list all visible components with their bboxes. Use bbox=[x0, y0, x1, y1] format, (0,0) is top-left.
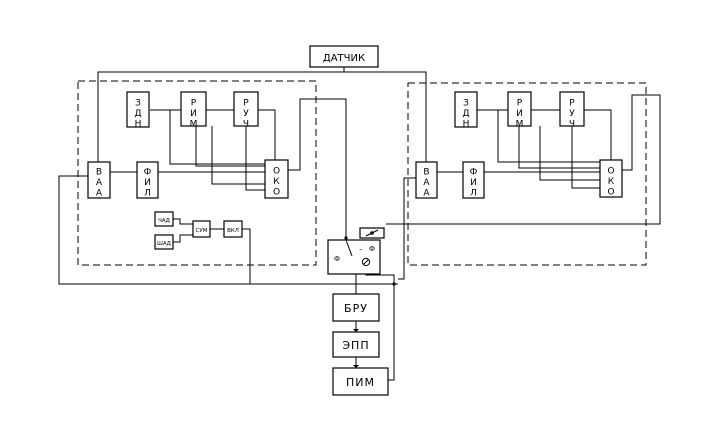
pim-label: ПИМ bbox=[346, 376, 375, 389]
right-vaa-box bbox=[415, 161, 438, 199]
right-oko-box bbox=[599, 159, 623, 198]
switch-minus-mark: – bbox=[359, 245, 363, 253]
junction-dot bbox=[392, 282, 396, 286]
switch-unit bbox=[327, 239, 381, 275]
left-zdn-box bbox=[126, 91, 150, 128]
wires bbox=[58, 67, 661, 381]
right-group-boundary bbox=[407, 82, 647, 266]
bru-label: БРУ bbox=[344, 302, 368, 315]
right-zdn-box bbox=[454, 91, 478, 128]
right-ruch-box bbox=[559, 91, 585, 127]
switch-right-mark: Ф bbox=[369, 245, 375, 253]
sensor-label: ДАТЧИК bbox=[323, 53, 365, 64]
left-chld-label: ЧАД bbox=[158, 218, 171, 224]
right-rim-box bbox=[507, 91, 532, 127]
left-sum-label: СУМ bbox=[196, 228, 208, 234]
arrow-down-icon bbox=[353, 329, 359, 332]
left-vkl-label: ВКЛ bbox=[227, 228, 239, 234]
left-sum-box bbox=[192, 220, 211, 238]
left-group-boundary bbox=[77, 80, 317, 266]
right-fil-box bbox=[462, 161, 485, 199]
bru-box bbox=[332, 293, 380, 322]
left-vaa-box bbox=[87, 161, 111, 199]
left-fil-box bbox=[136, 161, 159, 199]
arrow-down-icon bbox=[353, 365, 359, 368]
left-vkl-box bbox=[223, 220, 243, 238]
switch-left-mark: Ф bbox=[334, 255, 340, 263]
left-ruch-box bbox=[233, 91, 259, 127]
left-chld-box bbox=[154, 211, 174, 227]
epp-label: ЭПП bbox=[342, 339, 369, 352]
sensor-box bbox=[309, 45, 379, 68]
left-shld-box bbox=[154, 234, 174, 250]
switch-indicator-pivot bbox=[370, 231, 374, 235]
switch-contact-icon bbox=[361, 257, 371, 267]
left-rim-box bbox=[180, 91, 207, 127]
pim-box bbox=[332, 367, 389, 396]
left-shld-label: ШАД bbox=[157, 241, 172, 247]
switch-indicator-needle bbox=[365, 229, 379, 237]
left-oko-box bbox=[264, 159, 289, 199]
switch-blade bbox=[345, 239, 353, 257]
junction-dot bbox=[344, 236, 348, 240]
